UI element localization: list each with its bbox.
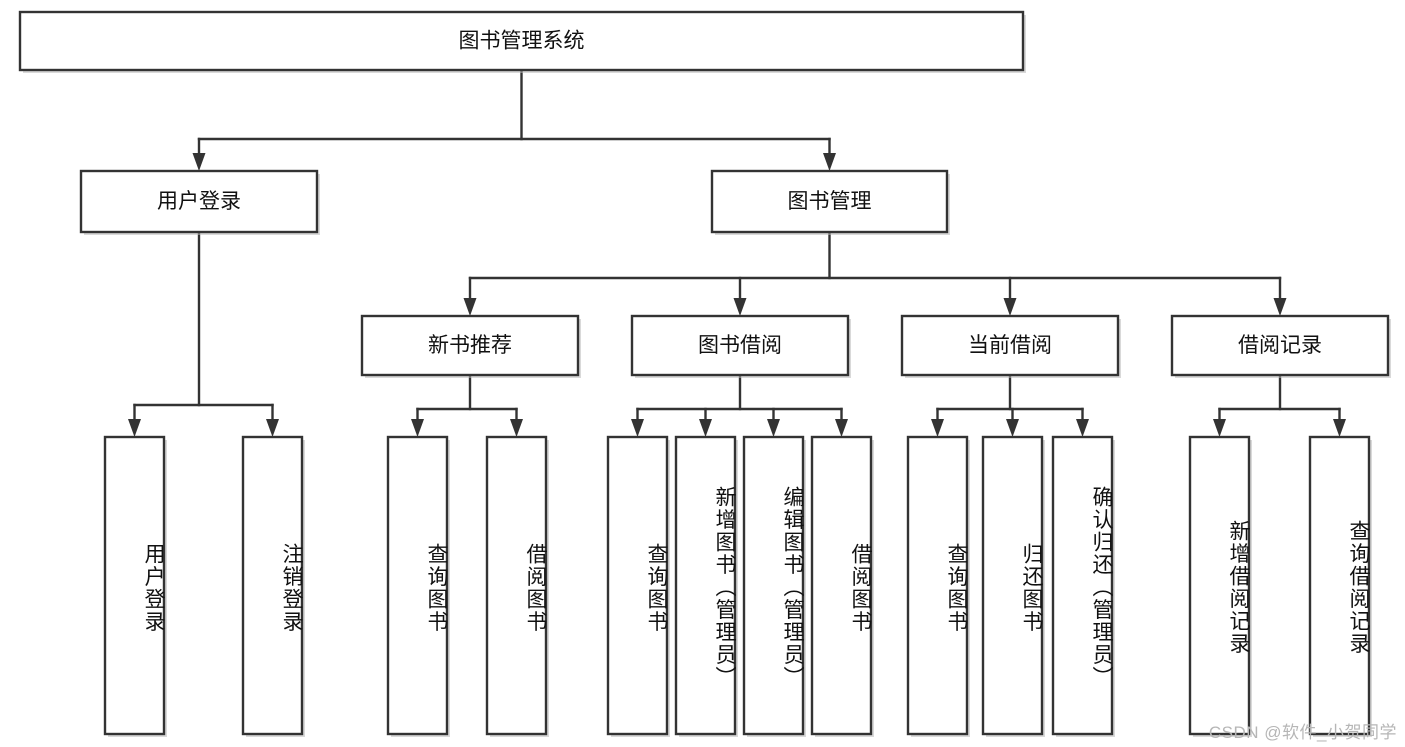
nodes-layer — [18, 10, 1391, 737]
node-label-root: 图书管理系统 — [459, 30, 585, 53]
arrow-head-icon — [631, 419, 644, 437]
node-box-root[interactable] — [18, 10, 1025, 72]
node-box-leaf-confirm-return[interactable] — [1051, 435, 1114, 736]
node-label-borrow-record: 借阅记录 — [1238, 334, 1322, 357]
node-box-leaf-add-book-admin[interactable] — [674, 435, 737, 736]
node-box-leaf-query-borrow-record[interactable] — [1308, 435, 1371, 736]
node-box-leaf-borrow-book[interactable] — [810, 435, 873, 736]
arrow-head-icon — [931, 419, 944, 437]
node-box-borrow-record[interactable] — [1170, 314, 1390, 377]
arrow-head-icon — [823, 153, 836, 171]
arrow-head-icon — [266, 419, 279, 437]
node-box-leaf-edit-book-admin[interactable] — [742, 435, 805, 736]
arrow-head-icon — [1076, 419, 1089, 437]
connectors-layer — [128, 68, 1346, 437]
node-box-leaf-user-login[interactable] — [103, 435, 166, 736]
arrow-head-icon — [1003, 298, 1017, 316]
node-label-new-book-recommend: 新书推荐 — [428, 334, 512, 357]
arrow-head-icon — [767, 419, 780, 437]
node-box-leaf-query-book-new[interactable] — [386, 435, 449, 736]
node-box-book-borrow[interactable] — [630, 314, 850, 377]
arrow-head-icon — [1006, 419, 1019, 437]
node-box-book-manage[interactable] — [710, 169, 949, 234]
arrow-head-icon — [1333, 419, 1346, 437]
arrow-head-icon — [192, 153, 206, 171]
node-box-user-login[interactable] — [79, 169, 319, 234]
arrow-head-icon — [733, 298, 747, 316]
arrow-head-icon — [1273, 298, 1287, 316]
node-box-leaf-return-book[interactable] — [981, 435, 1044, 736]
arrow-head-icon — [699, 419, 712, 437]
arrow-head-icon — [463, 298, 477, 316]
arrow-head-icon — [411, 419, 424, 437]
watermark-credit: CSDN @软件_小贺同学 — [1208, 723, 1397, 742]
arrow-head-icon — [510, 419, 523, 437]
arrow-head-icon — [835, 419, 848, 437]
node-box-leaf-borrow-book-new[interactable] — [485, 435, 548, 736]
node-box-leaf-add-borrow-record[interactable] — [1188, 435, 1251, 736]
arrow-head-icon — [1213, 419, 1226, 437]
node-label-user-login: 用户登录 — [157, 190, 241, 213]
node-label-book-manage: 图书管理 — [788, 190, 872, 213]
node-label-book-borrow: 图书借阅 — [698, 334, 782, 357]
node-box-new-book-recommend[interactable] — [360, 314, 580, 377]
arrow-head-icon — [128, 419, 141, 437]
node-label-current-borrow: 当前借阅 — [968, 334, 1052, 357]
node-box-leaf-query-book-borrow[interactable] — [606, 435, 669, 736]
node-box-leaf-query-book-current[interactable] — [906, 435, 969, 736]
node-box-current-borrow[interactable] — [900, 314, 1120, 377]
node-box-leaf-user-logout[interactable] — [241, 435, 304, 736]
